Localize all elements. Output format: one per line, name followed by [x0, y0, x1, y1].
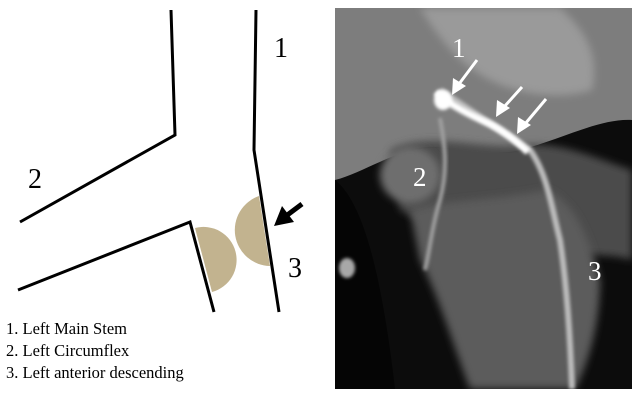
ct-label-lad: 3 — [588, 256, 602, 286]
legend-item: 1. Left Main Stem — [6, 318, 184, 340]
legend-item: 3. Left anterior descending — [6, 362, 184, 384]
schematic-diagram: 1 2 3 — [18, 10, 302, 312]
legend-item: 2. Left Circumflex — [6, 340, 184, 362]
ct-label-main-stem: 1 — [452, 33, 466, 63]
diagram-label-lad: 3 — [288, 253, 302, 284]
legend: 1. Left Main Stem 2. Left Circumflex 3. … — [6, 318, 184, 384]
diagram-label-circumflex: 2 — [28, 164, 42, 195]
stenosis-arrow-icon — [274, 204, 302, 226]
ct-label-circumflex: 2 — [413, 162, 427, 192]
main-stem-left-wall — [20, 10, 175, 222]
plaque-right — [235, 196, 270, 266]
diagram-label-main-stem: 1 — [274, 33, 288, 64]
ct-image: 1 2 3 — [335, 8, 632, 389]
circumflex-lower-wall — [18, 222, 214, 312]
